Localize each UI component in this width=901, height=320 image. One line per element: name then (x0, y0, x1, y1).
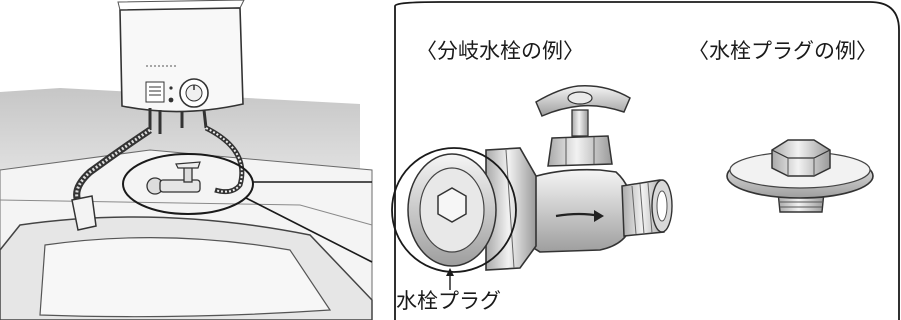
water-heater (117, 0, 245, 134)
plug-example-label: 〈水栓プラグの例〉 (688, 39, 877, 63)
magnify-region (122, 153, 254, 215)
branch-valve-example-label: 〈分岐水栓の例〉 (416, 39, 584, 63)
faucet-plug-callout-label: 水栓プラグ (396, 289, 501, 313)
kitchen-scene (0, 88, 373, 320)
plug-highlight-circle (391, 147, 517, 273)
plug-pointer-arrow (446, 268, 454, 290)
callout-leader-line (245, 197, 373, 263)
branch-valve-illustration (407, 85, 673, 271)
hose-and-faucet (71, 125, 245, 231)
faucet-plug-illustration (726, 139, 874, 213)
